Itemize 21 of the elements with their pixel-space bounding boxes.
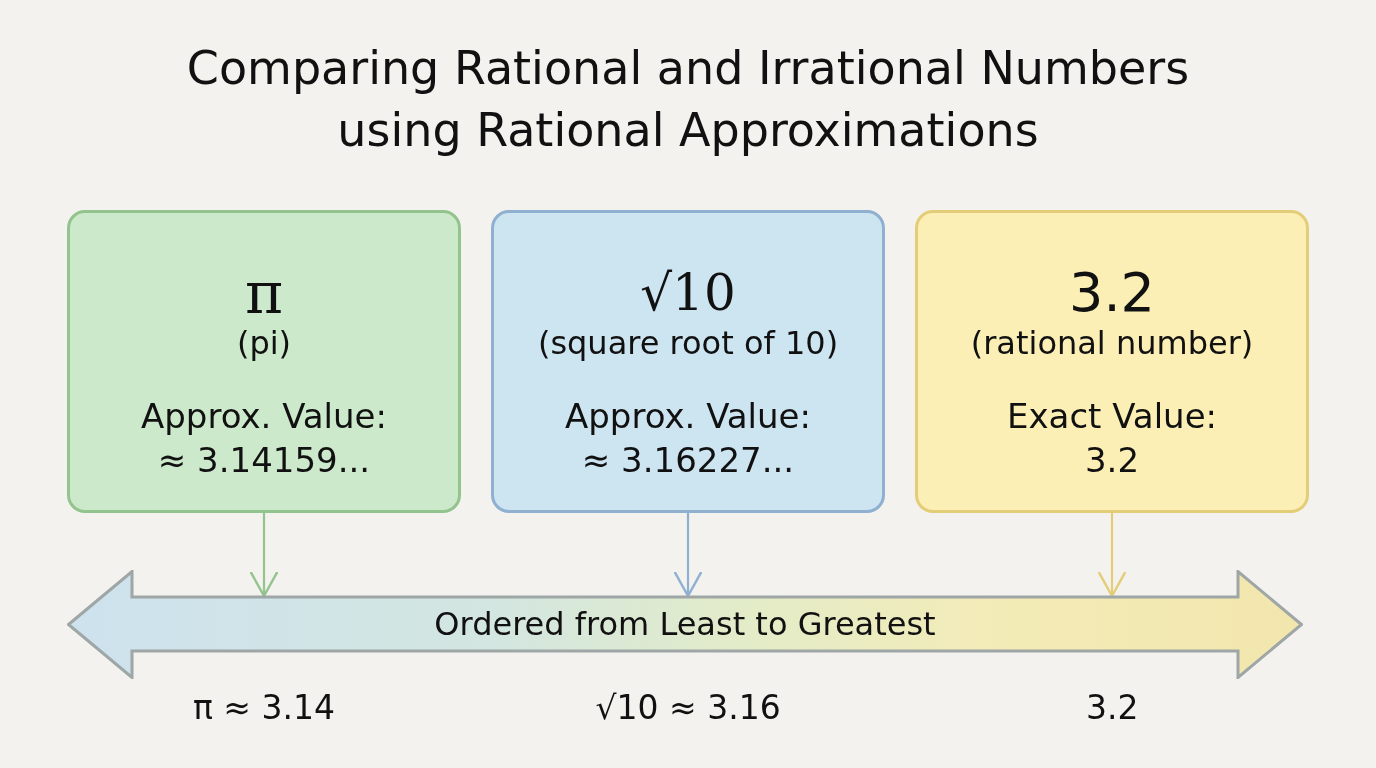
value-text: Approx. Value: ≈ 3.16227... (564, 395, 812, 482)
double-arrow-band (67, 570, 1303, 679)
value-label: π ≈ 3.14 (193, 688, 335, 728)
number-card (67, 210, 461, 513)
arrow (249, 513, 279, 598)
math-symbol: √10 (640, 263, 736, 324)
value-text: Exact Value: 3.2 (1005, 395, 1219, 482)
arrow (1097, 513, 1127, 598)
math-symbol: 3.2 (1069, 261, 1155, 325)
title: Comparing Rational and Irrational Numbers using Rational Approximations (185, 40, 1191, 159)
subtitle: (pi) (236, 323, 292, 363)
subtitle: (square root of 10) (537, 323, 839, 363)
value-text: Approx. Value: ≈ 3.14159... (140, 395, 388, 482)
math-symbol: π (244, 261, 284, 325)
arrow (673, 513, 703, 598)
value-label: 3.2 (1086, 688, 1139, 728)
number-card (491, 210, 885, 513)
subtitle: (rational number) (970, 323, 1254, 363)
arrow-label: Ordered from Least to Greatest (434, 604, 936, 644)
value-label: √10 ≈ 3.16 (595, 688, 781, 728)
number-card (915, 210, 1309, 513)
